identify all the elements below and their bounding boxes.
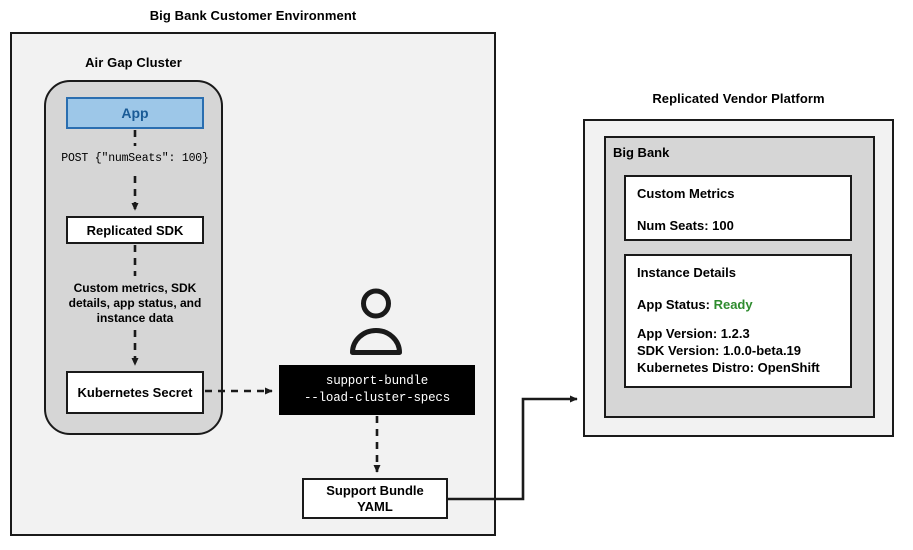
- edge-label-post-numseats: POST {"numSeats": 100}: [61, 152, 209, 165]
- node-app[interactable]: App: [66, 97, 204, 129]
- left-diagram-title: Big Bank Customer Environment: [149, 8, 357, 23]
- instance-details-title: Instance Details: [637, 265, 736, 280]
- node-replicated-sdk[interactable]: Replicated SDK: [66, 216, 204, 244]
- instance-details-row-sdk-version: SDK Version: 1.0.0-beta.19: [637, 343, 802, 358]
- support-bundle-yaml-line-1: Support Bundle: [326, 482, 424, 498]
- cli-command-line-2: --load-cluster-specs: [303, 391, 451, 405]
- app-status-label: App Status:: [637, 297, 710, 312]
- instance-details-row-kubernetes-distro: Kubernetes Distro: OpenShift: [637, 360, 820, 375]
- edge-label-custom-metrics: Custom metrics, SDK details, app status,…: [68, 281, 202, 325]
- node-kubernetes-secret[interactable]: Kubernetes Secret: [66, 371, 204, 414]
- custom-metrics-row-num-seats: Num Seats: 100: [637, 218, 734, 233]
- right-diagram-title: Replicated Vendor Platform: [652, 91, 825, 106]
- vendor-customer-name: Big Bank: [613, 145, 670, 160]
- cli-command-box[interactable]: support-bundle --load-cluster-specs: [279, 365, 475, 415]
- instance-details-row-app-version: App Version: 1.2.3: [637, 326, 750, 341]
- support-bundle-yaml-line-2: YAML: [357, 498, 393, 514]
- custom-metrics-title: Custom Metrics: [637, 186, 735, 201]
- air-gap-cluster-label: Air Gap Cluster: [85, 55, 182, 70]
- instance-details-card: Instance Details App Status: Ready App V…: [624, 254, 852, 388]
- person-icon: [350, 288, 402, 355]
- node-support-bundle-yaml[interactable]: Support Bundle YAML: [302, 478, 448, 519]
- custom-metrics-card: Custom Metrics Num Seats: 100: [624, 175, 852, 241]
- status-badge: App Status: Ready: [637, 296, 839, 313]
- app-status-value: Ready: [713, 297, 753, 312]
- details-spacer: [637, 313, 839, 325]
- cli-command-line-1: support-bundle: [325, 374, 429, 388]
